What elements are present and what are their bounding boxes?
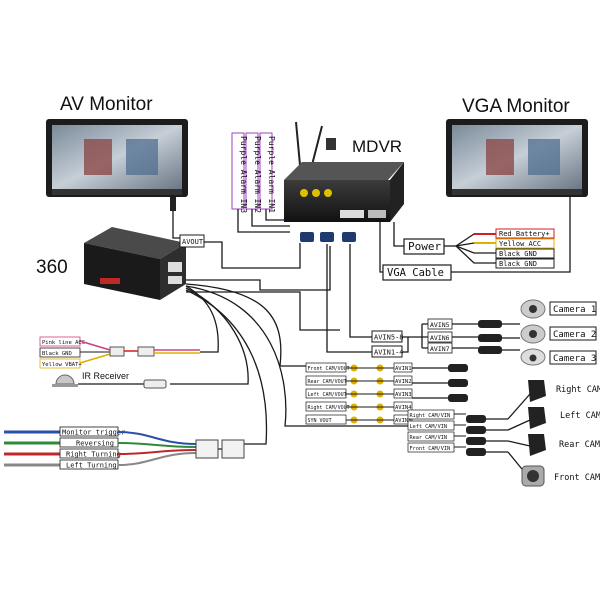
mdvr-unit: [284, 121, 404, 242]
trigger-monitor: Monitor trigger: [62, 429, 125, 437]
vin-front: Front CAM/VIN: [410, 446, 451, 452]
vout-left: Left CAM/VOUT: [308, 392, 347, 398]
alarm-label-in3: Purple Alarm IN3: [239, 136, 248, 213]
alarm-label-in1: Purple Alarm IN1: [267, 136, 276, 213]
camera-3-label: Camera 3: [553, 354, 596, 364]
front-cam-label: Front CAM: [554, 473, 600, 483]
power-label: Power: [408, 240, 441, 253]
avin7-tag: AVIN7: [430, 345, 450, 353]
vga-monitor: [446, 119, 588, 197]
avout-block: AVOUT: [179, 234, 205, 248]
vga-cable-label: VGA Cable: [387, 267, 444, 279]
trigger-right-turning: Right Turning: [66, 451, 121, 459]
ir-receiver-label: IR Receiver: [82, 371, 129, 381]
vin-right: Right CAM/VIN: [410, 413, 451, 419]
video-output-tags: Front CAM/VOUT Rear CAM/VOUT Left CAM/VO…: [305, 362, 394, 425]
dome-cameras: Camera 1 Camera 2 Camera 3: [502, 299, 597, 366]
vga-cable-block: VGA Cable: [382, 264, 452, 281]
vout-rear: Rear CAM/VOUT: [308, 379, 347, 385]
trigger-left-turning: Left Turning: [66, 462, 117, 470]
side-cameras: Right CAM Left CAM Rear CAM Front CAM: [521, 380, 600, 487]
power-wire-black-1: Black GND: [499, 250, 537, 258]
av-monitor: [46, 119, 188, 211]
alarm-inputs: Purple Alarm IN3 Purple Alarm IN2 Purple…: [231, 132, 290, 233]
avin8-tag: AVIN8: [395, 418, 412, 424]
power-360: Pink line ACC Black GND Yellow VBAT+: [39, 336, 200, 369]
av-monitor-title: AV Monitor: [60, 94, 153, 115]
power-360-acc: Pink line ACC: [42, 340, 85, 346]
vout-right: Right CAM/VOUT: [308, 405, 350, 411]
avin6-tag: AVIN6: [430, 334, 450, 342]
mdvr-title: MDVR: [352, 137, 402, 156]
avin-1-4-tags: AVIN1 AVIN2 AVIN3 AVIN4 AVIN8: [393, 362, 413, 425]
power-wire-yellow: Yellow ACC: [499, 240, 541, 248]
power-wire-black-2: Black GND: [499, 260, 537, 268]
trigger-reversing: Reversing: [76, 440, 114, 448]
alarm-label-in2: Purple Alarm IN2: [253, 136, 262, 213]
avin-1-4-group: AVIN1-4: [374, 349, 404, 357]
avin5-tag: AVIN5: [430, 321, 450, 329]
right-cam-label: Right CAM: [556, 385, 600, 395]
avin-groups: AVIN5-8 AVIN1-4: [371, 330, 404, 358]
vga-monitor-title: VGA Monitor: [462, 96, 570, 117]
avin2-tag: AVIN2: [395, 379, 412, 385]
camera-2-label: Camera 2: [553, 330, 596, 340]
vout-syn: SYN VOUT: [308, 418, 332, 424]
unit-360-title: 360: [36, 257, 68, 278]
vin-rear: Rear CAM/VIN: [410, 435, 447, 441]
left-cam-label: Left CAM: [560, 411, 600, 421]
trigger-wires: Monitor trigger Reversing Right Turning …: [4, 426, 245, 470]
avin4-tag: AVIN4: [395, 405, 412, 411]
avin1-tag: AVIN1: [395, 366, 412, 372]
vin-left: Left CAM/VIN: [410, 424, 447, 430]
avin-5-8-group: AVIN5-8: [374, 334, 404, 342]
power-360-vbat: Yellow VBAT+: [42, 362, 82, 368]
avout-label: AVOUT: [182, 238, 204, 246]
cam-vin-tags: Right CAM/VIN Left CAM/VIN Rear CAM/VIN …: [407, 409, 466, 453]
vout-front: Front CAM/VOUT: [308, 366, 350, 372]
avin3-tag: AVIN3: [395, 392, 412, 398]
unit-360-box: [84, 227, 186, 300]
connector-blocks: [448, 320, 502, 456]
power-block: Power Red Battery+ Yellow ACC Black GND …: [403, 228, 555, 269]
ir-receiver: IR Receiver: [52, 371, 167, 389]
rear-cam-label: Rear CAM: [559, 440, 600, 450]
power-360-gnd: Black GND: [42, 351, 72, 357]
power-wire-red: Red Battery+: [499, 230, 550, 238]
avin-5-8-tags: AVIN5 AVIN6 AVIN7: [427, 318, 478, 354]
camera-1-label: Camera 1: [553, 305, 596, 315]
